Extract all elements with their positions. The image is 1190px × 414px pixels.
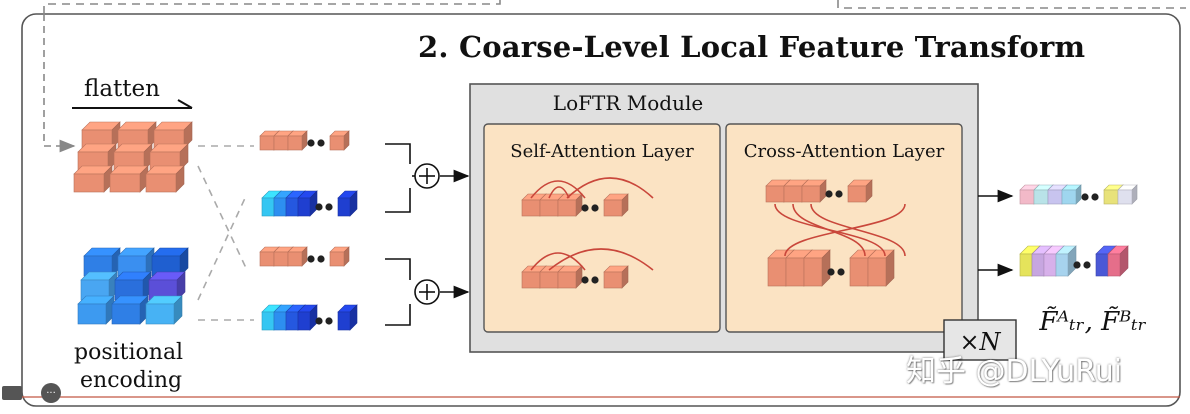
token-cube bbox=[847, 179, 873, 203]
ellipsis-dot bbox=[1081, 193, 1089, 201]
positional-cell bbox=[145, 295, 183, 325]
ellipsis-dot bbox=[1083, 261, 1091, 269]
ellipsis-dot bbox=[581, 204, 589, 212]
token-cube bbox=[803, 249, 831, 287]
more-icon[interactable] bbox=[41, 383, 61, 403]
token-cube bbox=[1061, 184, 1082, 205]
grid-connector-lines bbox=[197, 145, 254, 321]
feature-map-grid bbox=[73, 121, 193, 193]
ellipsis-dot bbox=[1091, 193, 1099, 201]
cross-attn-row-top bbox=[765, 179, 873, 203]
comment-icon[interactable] bbox=[2, 386, 22, 400]
token-cube bbox=[1117, 184, 1138, 205]
plus-circle-bottom bbox=[414, 279, 440, 305]
token-cube bbox=[287, 130, 308, 151]
positional-token-row-b bbox=[261, 304, 358, 331]
section-title: 2. Coarse-Level Local Feature Transform bbox=[418, 30, 1086, 64]
token-cube bbox=[329, 130, 350, 151]
attention-arc bbox=[548, 186, 570, 199]
feature-token-row-b bbox=[259, 246, 350, 267]
repeat-n-box bbox=[943, 319, 1017, 361]
output-row-a bbox=[1019, 184, 1138, 205]
cross-attn-row-bottom bbox=[767, 249, 895, 287]
cross-attention-curve bbox=[792, 203, 866, 257]
positional-token-row-a bbox=[261, 190, 358, 217]
self-attn-row-a bbox=[521, 193, 629, 217]
ellipsis-dot bbox=[317, 255, 325, 263]
positional-cell bbox=[77, 295, 115, 325]
ellipsis-dot bbox=[827, 268, 835, 276]
self-attn-row-b bbox=[521, 265, 629, 289]
ellipsis-dot bbox=[825, 190, 833, 198]
token-cube bbox=[867, 249, 895, 287]
ellipsis-dot bbox=[317, 139, 325, 147]
token-cube bbox=[557, 193, 583, 217]
feature-cell bbox=[153, 121, 193, 149]
ellipsis-dot bbox=[307, 255, 315, 263]
stage-frame bbox=[21, 13, 1181, 407]
token-cube bbox=[603, 193, 629, 217]
ellipsis-dot bbox=[591, 276, 599, 284]
output-row-b bbox=[1019, 245, 1129, 277]
more-icon-dots: ··· bbox=[46, 388, 56, 399]
plus-circle-top bbox=[414, 163, 440, 189]
token-cube bbox=[297, 304, 318, 331]
watermark: 知乎 @DLYuRui bbox=[906, 354, 1123, 389]
feature-cell bbox=[73, 165, 113, 193]
token-cube bbox=[287, 246, 308, 267]
output-token-rows bbox=[1019, 184, 1138, 277]
token-cube bbox=[297, 190, 318, 217]
positional-cell bbox=[148, 271, 186, 301]
positional-cell bbox=[83, 247, 121, 277]
ellipsis-dot bbox=[581, 276, 589, 284]
flatten-arrow-head bbox=[177, 99, 193, 109]
token-cube bbox=[1107, 245, 1129, 277]
positional-cell bbox=[151, 247, 189, 277]
attention-arc bbox=[548, 248, 654, 271]
ellipsis-dot bbox=[837, 268, 845, 276]
ellipsis-dot bbox=[1073, 261, 1081, 269]
cross-attention-label: Cross-Attention Layer bbox=[744, 141, 945, 162]
self-attention-label: Self-Attention Layer bbox=[510, 141, 694, 162]
dashed-input-arrow bbox=[43, 14, 76, 153]
output-features-label: F̃ᴬₜᵣ, F̃ᴮₜᵣ bbox=[1038, 306, 1146, 337]
ellipsis-dot bbox=[315, 317, 323, 325]
token-cube bbox=[801, 179, 827, 203]
feature-cell bbox=[81, 121, 121, 149]
ellipsis-dot bbox=[325, 317, 333, 325]
feature-token-row-a bbox=[259, 130, 350, 151]
ellipsis-dot bbox=[591, 204, 599, 212]
repeat-n-label: ×N bbox=[959, 328, 1001, 356]
cross-attention-curve bbox=[810, 203, 906, 257]
ellipsis-dot bbox=[325, 203, 333, 211]
attention-arc bbox=[530, 252, 586, 271]
cross-attention-curve bbox=[784, 203, 906, 257]
ellipsis-dot bbox=[835, 190, 843, 198]
attention-arc bbox=[566, 177, 654, 199]
token-cube bbox=[337, 304, 358, 331]
token-rows bbox=[259, 130, 358, 331]
positional-cell bbox=[111, 295, 149, 325]
ellipsis-dot bbox=[307, 139, 315, 147]
attention-internals bbox=[521, 177, 906, 289]
next-stage-outline bbox=[837, 0, 1186, 9]
adder-lines bbox=[385, 143, 411, 326]
token-cube bbox=[557, 265, 583, 289]
ellipsis-dot bbox=[315, 203, 323, 211]
token-cube bbox=[337, 190, 358, 217]
token-cube bbox=[603, 265, 629, 289]
feature-cell bbox=[113, 143, 153, 171]
feature-cell bbox=[145, 165, 185, 193]
attention-arc bbox=[530, 180, 586, 199]
positional-label-line1: positional bbox=[74, 340, 184, 365]
positional-label-line2: encoding bbox=[80, 368, 183, 393]
feature-cell bbox=[109, 165, 149, 193]
flatten-label: flatten bbox=[84, 76, 160, 102]
positional-encoding-grid bbox=[77, 247, 189, 325]
token-cube bbox=[329, 246, 350, 267]
token-cube bbox=[1055, 245, 1077, 277]
module-title: LoFTR Module bbox=[553, 91, 703, 115]
previous-stage-outline bbox=[43, 0, 501, 14]
